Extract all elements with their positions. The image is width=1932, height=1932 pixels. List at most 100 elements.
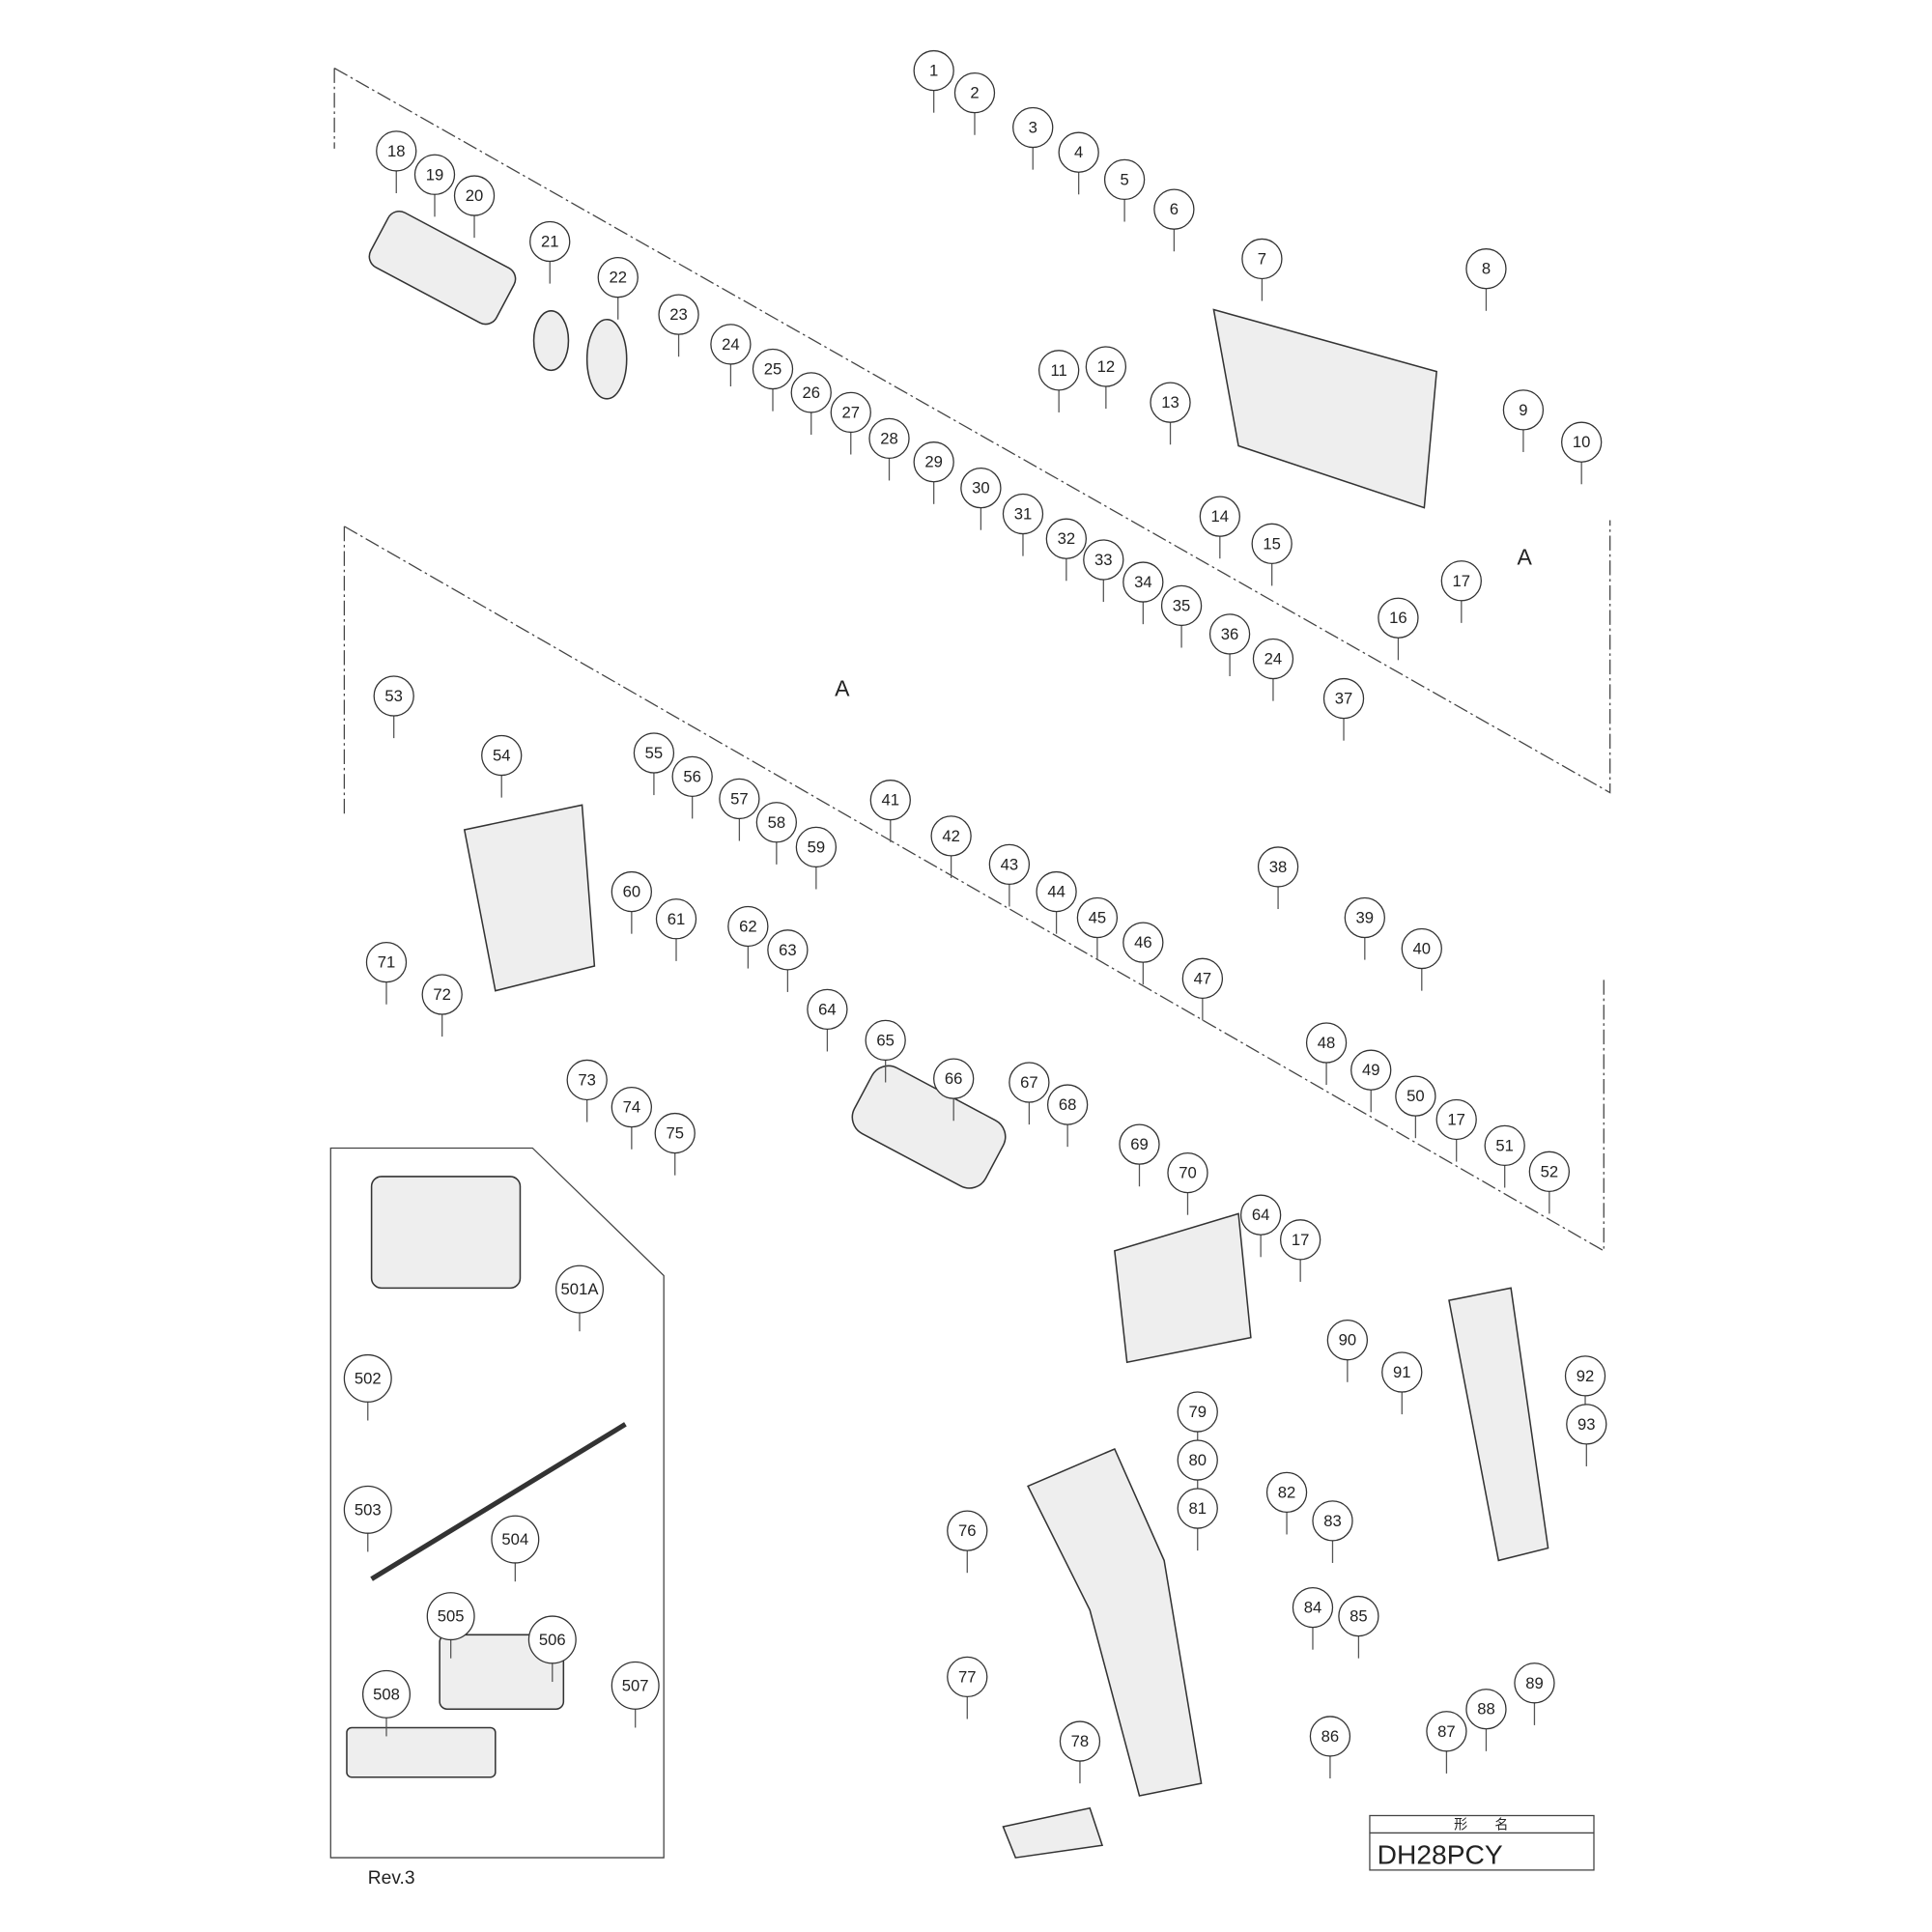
callout-number: 17 [1292, 1231, 1310, 1249]
callout-49: 49 [1350, 1049, 1392, 1113]
callout-number: 35 [1173, 596, 1191, 614]
callout-circle [1177, 1439, 1218, 1481]
callout-circle [453, 175, 496, 216]
callout-number: 18 [387, 142, 406, 160]
callout-7: 7 [1241, 238, 1283, 301]
callout-circle [1426, 1711, 1467, 1752]
callout-52: 52 [1528, 1151, 1571, 1214]
callout-number: 60 [623, 883, 641, 901]
callout-number: 50 [1406, 1087, 1425, 1105]
callout-circle [343, 1485, 392, 1534]
callout-70: 70 [1167, 1151, 1208, 1215]
callout-55: 55 [633, 732, 675, 796]
callout-circle [930, 815, 972, 857]
callout-circle [1122, 561, 1164, 603]
callout-number: 19 [426, 165, 444, 184]
callout-29: 29 [913, 441, 954, 504]
callout-number: 64 [818, 1000, 837, 1018]
callout-circle [1058, 131, 1099, 173]
callout-25: 25 [752, 348, 794, 412]
callout-circle [343, 1353, 392, 1403]
callout-circle [913, 441, 954, 483]
callout-number: 45 [1089, 909, 1107, 927]
callout-11: 11 [1038, 350, 1080, 412]
callout-number: 503 [355, 1500, 382, 1519]
callout-number: 26 [802, 384, 820, 402]
callout-circle [1153, 188, 1195, 230]
callout-number: 41 [882, 791, 900, 810]
callout-number: 92 [1577, 1367, 1595, 1385]
callout-76: 76 [947, 1510, 988, 1574]
callout-number: 72 [433, 985, 451, 1004]
callout-circle [1566, 1404, 1607, 1445]
callout-number: 65 [876, 1031, 895, 1049]
callout-number: 85 [1350, 1607, 1368, 1626]
callout-number: 23 [669, 305, 688, 324]
callout-number: 82 [1278, 1483, 1296, 1501]
callout-83: 83 [1312, 1500, 1353, 1563]
callout-circle [529, 220, 571, 263]
callout-circle [633, 732, 675, 774]
callout-75: 75 [654, 1112, 696, 1176]
callout-number: 52 [1541, 1162, 1559, 1180]
callout-number: 39 [1356, 909, 1375, 927]
callout-19: 19 [413, 154, 456, 217]
callout-number: 20 [466, 186, 484, 205]
callout-78: 78 [1059, 1720, 1101, 1784]
callout-1: 1 [913, 49, 954, 113]
callout-13: 13 [1150, 382, 1191, 445]
callout-circle [658, 294, 699, 335]
callout-20: 20 [453, 175, 496, 239]
callout-number: 58 [768, 813, 786, 832]
callout-number: 8 [1482, 260, 1491, 278]
callout-38: 38 [1257, 846, 1299, 910]
callout-41: 41 [869, 780, 911, 842]
callout-71: 71 [365, 942, 408, 1005]
callout-89: 89 [1514, 1662, 1555, 1725]
callout-number: 15 [1263, 534, 1281, 553]
callout-number: 66 [945, 1069, 963, 1088]
callout-circle [481, 734, 523, 777]
callout-number: 70 [1179, 1164, 1197, 1182]
callout-501A: 501A [555, 1264, 604, 1332]
callout-87: 87 [1426, 1711, 1467, 1774]
callout-circle [755, 802, 798, 843]
callout-47: 47 [1181, 957, 1224, 1021]
callout-number: 4 [1074, 143, 1083, 161]
callout-66: 66 [933, 1058, 975, 1122]
callout-circle [1167, 1151, 1208, 1194]
callout-circle [1085, 346, 1127, 387]
callout-number: 12 [1097, 357, 1116, 376]
callout-circle [1338, 1595, 1379, 1637]
callout-28: 28 [868, 417, 910, 481]
callout-number: 69 [1130, 1135, 1149, 1153]
callout-circle [1265, 1471, 1308, 1514]
callout-circle [611, 870, 653, 913]
callout-65: 65 [865, 1019, 906, 1083]
callout-number: 51 [1495, 1136, 1514, 1154]
callout-number: 55 [645, 744, 664, 762]
callout-circle [1309, 1716, 1351, 1757]
callout-17: 17 [1280, 1219, 1321, 1282]
callout-circle [1177, 1488, 1218, 1529]
callout-9: 9 [1502, 389, 1545, 452]
callout-67: 67 [1009, 1062, 1050, 1125]
callout-circle [1381, 1351, 1423, 1393]
callout-number: 22 [609, 269, 627, 287]
callout-42: 42 [930, 815, 972, 878]
callout-81: 81 [1177, 1488, 1218, 1551]
callout-circle [1208, 613, 1251, 655]
callout-circle [719, 778, 760, 820]
callout-number: 78 [1071, 1732, 1090, 1750]
callout-number: 5 [1120, 170, 1128, 188]
callout-number: 24 [722, 335, 740, 354]
callout-43: 43 [988, 843, 1031, 907]
callout-circle [1350, 1049, 1392, 1091]
callout-circle [611, 1661, 660, 1710]
callout-number: 76 [958, 1521, 977, 1540]
callout-506: 506 [527, 1615, 577, 1683]
callout-circle [1045, 518, 1088, 559]
callout-number: 504 [501, 1530, 528, 1548]
